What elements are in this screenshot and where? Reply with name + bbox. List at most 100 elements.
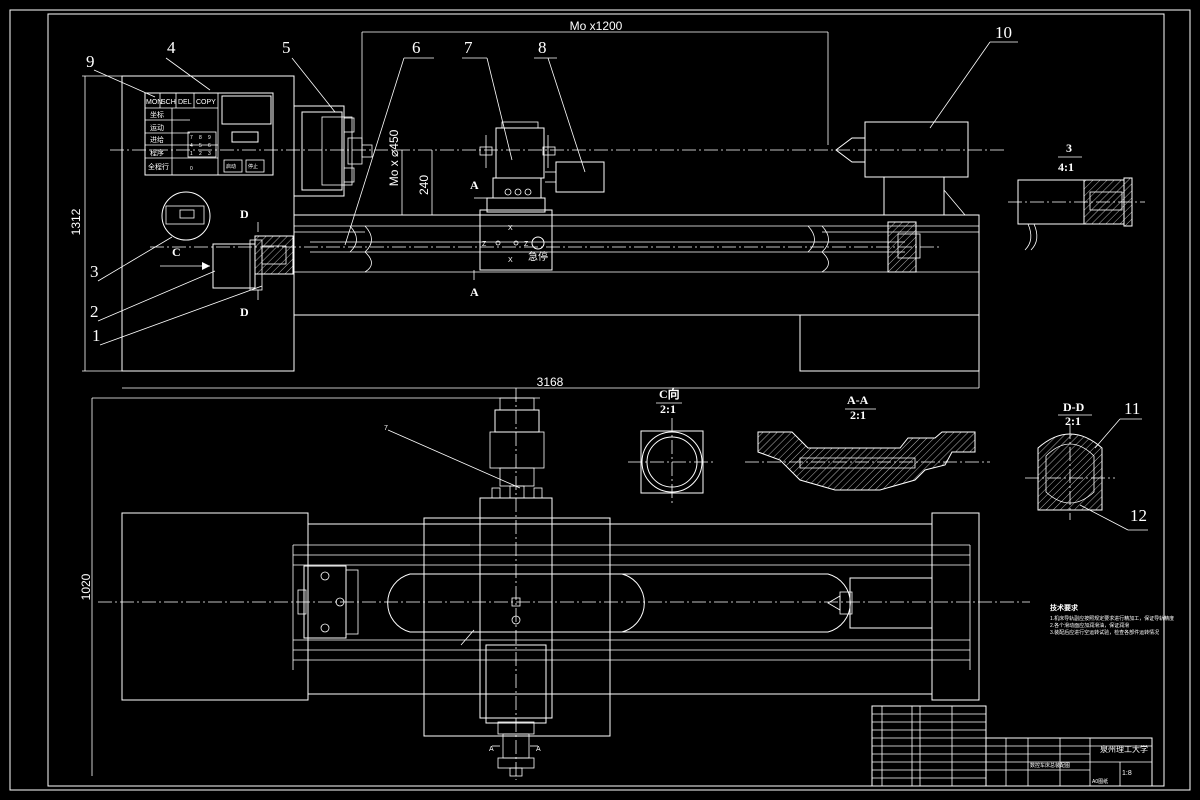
svg-text:3: 3 xyxy=(208,151,211,157)
panel-row-2: 运动 xyxy=(150,123,164,132)
view-c-marker: C xyxy=(172,245,181,259)
svg-text:5: 5 xyxy=(199,143,202,149)
svg-text:6: 6 xyxy=(208,143,211,149)
section-aa-title: A-A xyxy=(847,393,869,407)
section-aa-scale: 2:1 xyxy=(850,408,866,422)
height-dimension: 1312 xyxy=(69,208,83,235)
front-view: 1312 MON SCH DEL COPY 坐标 运动 进给 程序 全程行 xyxy=(69,19,1005,389)
sheet-border-outer xyxy=(9,9,1191,791)
operator-panel: MON SCH DEL COPY 坐标 运动 进给 程序 全程行 7 8 9 4… xyxy=(144,92,274,176)
title-block-sheet: A0图纸 xyxy=(1092,778,1108,785)
svg-text:7: 7 xyxy=(190,135,193,141)
plan-turret-motor xyxy=(494,409,540,433)
title-block: 泉州理工大学 数控车床总装配图 1:8 A0图纸 xyxy=(871,705,1153,787)
center-height-dimension: 240 xyxy=(417,175,431,195)
detail-3-circle xyxy=(161,191,211,241)
view-c-title: C向 xyxy=(659,386,680,401)
svg-text:2: 2 xyxy=(199,151,202,157)
tool-turret xyxy=(495,127,545,179)
carriage-axis-x-bottom: X xyxy=(508,257,513,264)
panel-dial xyxy=(231,131,259,143)
panel-key-mon: MON xyxy=(146,99,162,106)
panel-row-4: 程序 xyxy=(150,148,164,157)
section-aa: A-A 2:1 xyxy=(745,393,990,491)
feed-motor xyxy=(212,243,256,289)
spindle-chuck xyxy=(301,111,343,191)
section-a-marker-top: A xyxy=(470,178,479,192)
technical-notes: 技术要求 1.机床导轨副应按照规定要求进行精加工，保证导轨精度 2.各个滑动面应… xyxy=(1050,603,1174,636)
carriage-axis-x-top: X xyxy=(508,225,513,232)
callout-7: 7 xyxy=(464,38,473,57)
svg-text:8: 8 xyxy=(199,135,202,141)
overall-width-dimension: 1020 xyxy=(79,573,93,600)
callouts: 1 2 3 4 5 6 7 8 9 10 11 12 xyxy=(86,23,1148,531)
title-block-scale: 1:8 xyxy=(1122,770,1132,777)
view-c: C向 2:1 xyxy=(628,386,716,505)
carriage-axis-z-left: Z xyxy=(482,241,487,248)
emergency-stop-label: 急停 xyxy=(528,250,548,263)
plan-tailstock xyxy=(849,577,933,629)
callout-4: 4 xyxy=(167,38,176,57)
callout-9: 9 xyxy=(86,52,95,71)
panel-row-5: 全程行 xyxy=(148,162,169,171)
plan-section-a-left: A xyxy=(489,746,494,753)
panel-key-sch: SCH xyxy=(161,99,176,106)
notes-line-1: 1.机床导轨副应按照规定要求进行精加工，保证导轨精度 xyxy=(1050,615,1174,622)
overall-length-dimension: 3168 xyxy=(537,375,564,389)
headstock xyxy=(293,105,345,197)
emergency-stop-button xyxy=(531,236,545,250)
callout-10: 10 xyxy=(995,23,1012,42)
svg-text:9: 9 xyxy=(208,135,211,141)
plan-tailstock-end xyxy=(931,512,980,701)
section-dd: D-D 2:1 xyxy=(1025,400,1115,520)
plan-section-a-right: A xyxy=(536,746,541,753)
plan-callout-7: 7 xyxy=(384,425,388,432)
carriage-axis-z-right: Z xyxy=(524,241,529,248)
section-dd-scale: 2:1 xyxy=(1065,414,1081,428)
lathe-bed xyxy=(293,214,980,316)
svg-text:1: 1 xyxy=(190,151,193,157)
plan-view: 1020 xyxy=(79,388,1030,780)
callout-11: 11 xyxy=(1124,399,1140,418)
max-length-dimension: Mo x1200 xyxy=(570,19,623,33)
callout-1: 1 xyxy=(92,326,101,345)
section-a-marker-bottom: A xyxy=(470,285,479,299)
panel-key-copy: COPY xyxy=(196,99,216,106)
carriage-apron xyxy=(479,209,553,271)
notes-line-3: 3.装配后应进行空运转试验，检查各部件运转情况 xyxy=(1050,629,1159,636)
panel-start-button xyxy=(223,159,243,173)
plan-carriage-outer xyxy=(423,517,611,737)
tailstock-body xyxy=(883,176,945,216)
callout-3: 3 xyxy=(90,262,99,281)
panel-row-1: 坐标 xyxy=(150,110,164,119)
callout-12: 12 xyxy=(1130,506,1147,525)
title-block-school: 泉州理工大学 xyxy=(1100,744,1148,754)
sheet-border-inner xyxy=(47,13,1165,787)
bed-leg-right xyxy=(799,314,980,372)
detail-3-scale: 4:1 xyxy=(1058,160,1074,174)
notes-title: 技术要求 xyxy=(1050,603,1079,612)
svg-text:4: 4 xyxy=(190,143,193,149)
detail-3-view: 3 4:1 xyxy=(1008,141,1145,251)
svg-text:启动: 启动 xyxy=(226,163,236,170)
svg-text:0: 0 xyxy=(190,166,193,172)
panel-screen xyxy=(221,95,272,125)
notes-line-2: 2.各个滑动面应加润滑油，保证润滑 xyxy=(1050,622,1129,629)
callout-8: 8 xyxy=(538,38,547,57)
panel-stop-button xyxy=(245,159,265,173)
section-d-marker-top: D xyxy=(240,207,249,221)
section-d-marker-bottom: D xyxy=(240,305,249,319)
title-block-drawing-title: 数控车床总装配图 xyxy=(1030,762,1070,769)
view-c-scale: 2:1 xyxy=(660,402,676,416)
detail-3-title: 3 xyxy=(1066,141,1072,155)
svg-text:停止: 停止 xyxy=(248,163,258,170)
section-dd-title: D-D xyxy=(1063,400,1085,414)
swing-dimension: Mo x ⌀450 xyxy=(387,129,401,186)
tailstock-quill xyxy=(864,121,969,178)
callout-5: 5 xyxy=(282,38,291,57)
callout-2: 2 xyxy=(90,302,99,321)
plan-headstock xyxy=(121,512,309,701)
panel-row-3: 进给 xyxy=(150,135,164,144)
turret-motor xyxy=(555,161,605,193)
